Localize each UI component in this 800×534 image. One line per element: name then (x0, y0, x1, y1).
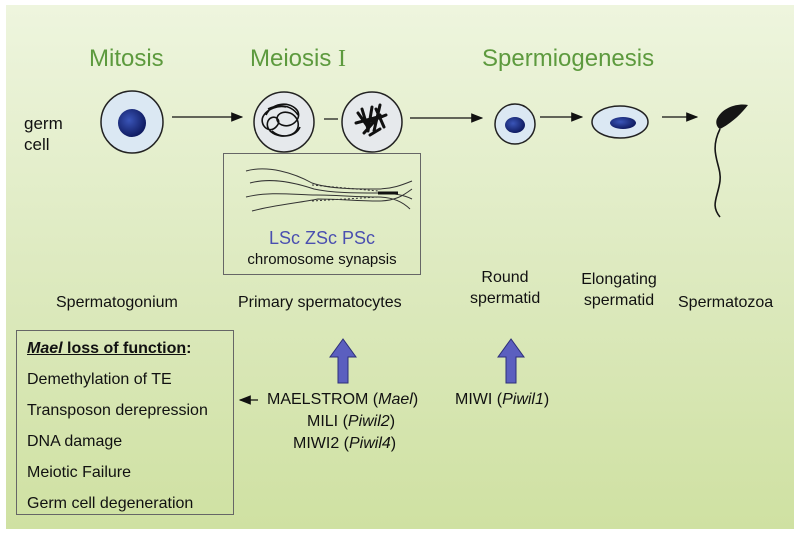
stage-meiosis: Meiosis I (250, 45, 346, 73)
cell-graphics (100, 90, 748, 405)
spermatocyte-leptotene-cell (253, 91, 315, 153)
spermatogonium-cell (100, 90, 164, 154)
synapsis-illustration (245, 168, 413, 212)
loss-item: Demethylation of TE (27, 371, 172, 388)
round-spermatid-cell (494, 103, 536, 145)
protein-mili-name: MILI ( (307, 413, 348, 430)
stage-spermiogenesis: Spermiogenesis (482, 45, 655, 72)
loss-item: Meiotic Failure (27, 464, 132, 481)
label-round-spermatid-line2: spermatid (470, 290, 541, 307)
gene-piwil1: Piwil1 (502, 391, 544, 408)
germ-cell-line2: cell (24, 135, 50, 154)
stage-meiosis-label: Meiosis (250, 45, 332, 72)
stage-mitosis: Mitosis (89, 45, 164, 72)
gene-mael: Mael (378, 391, 413, 408)
gene-piwil2: Piwil2 (347, 413, 390, 430)
label-elongating-spermatid-line1: Elongating (581, 271, 657, 288)
spermiogenesis-requirement-arrow (497, 338, 525, 384)
gene-piwil4: Piwil4 (349, 435, 391, 452)
protein-miwi2: MIWI2 (Piwil4) (293, 435, 396, 453)
label-primary-spermatocytes: Primary spermatocytes (238, 294, 402, 311)
protein-miwi2-close: ) (390, 435, 397, 452)
protein-miwi2-name: MIWI2 ( (293, 435, 349, 452)
protein-miwi-name: MIWI ( (455, 391, 503, 408)
loss-item: DNA damage (27, 433, 123, 450)
diagram-canvas: Mitosis Meiosis I Spermiogenesis germ ce… (6, 5, 794, 529)
spermatocyte-pachytene-cell (341, 91, 403, 153)
synapsis-caption: chromosome synapsis (247, 251, 397, 268)
protein-maelstrom-name: MAELSTROM ( (267, 391, 379, 408)
loss-box-title-rest: loss of function (62, 340, 187, 357)
label-spermatogonium: Spermatogonium (56, 294, 178, 311)
protein-miwi-close: ) (543, 391, 550, 408)
protein-maelstrom: MAELSTROM (Mael) (267, 391, 418, 409)
elongating-spermatid-cell (591, 105, 649, 139)
synapsis-stages-label: LSc ZSc PSc (268, 228, 376, 248)
germ-cell-line1: germ (24, 114, 63, 133)
loss-box-title: Mael loss of function: (27, 340, 191, 358)
loss-box-title-gene: Mael (27, 340, 63, 357)
loss-item: Transposon derepression (27, 402, 208, 419)
meiosis-requirement-arrow (329, 338, 357, 384)
label-round-spermatid-line1: Round (481, 269, 529, 286)
synapsis-box: LSc ZSc PSc chromosome synapsis (223, 153, 421, 275)
spermatozoon-icon (714, 104, 748, 218)
label-elongating-spermatid: Elongating spermatid (572, 269, 666, 311)
protein-mili-close: ) (389, 413, 396, 430)
label-round-spermatid: Round spermatid (470, 267, 540, 309)
stage-meiosis-numeral: I (338, 46, 347, 72)
loss-box-title-colon: : (186, 340, 192, 357)
protein-mili: MILI (Piwil2) (307, 413, 395, 431)
loss-of-function-box: Mael loss of function: Demethylation of … (16, 330, 234, 515)
label-elongating-spermatid-line2: spermatid (583, 292, 655, 309)
protein-miwi: MIWI (Piwil1) (455, 391, 549, 409)
protein-maelstrom-close: ) (412, 391, 419, 408)
loss-item: Germ cell degeneration (27, 495, 194, 512)
label-spermatozoa: Spermatozoa (678, 294, 774, 311)
germ-cell-label: germ cell (24, 113, 63, 155)
